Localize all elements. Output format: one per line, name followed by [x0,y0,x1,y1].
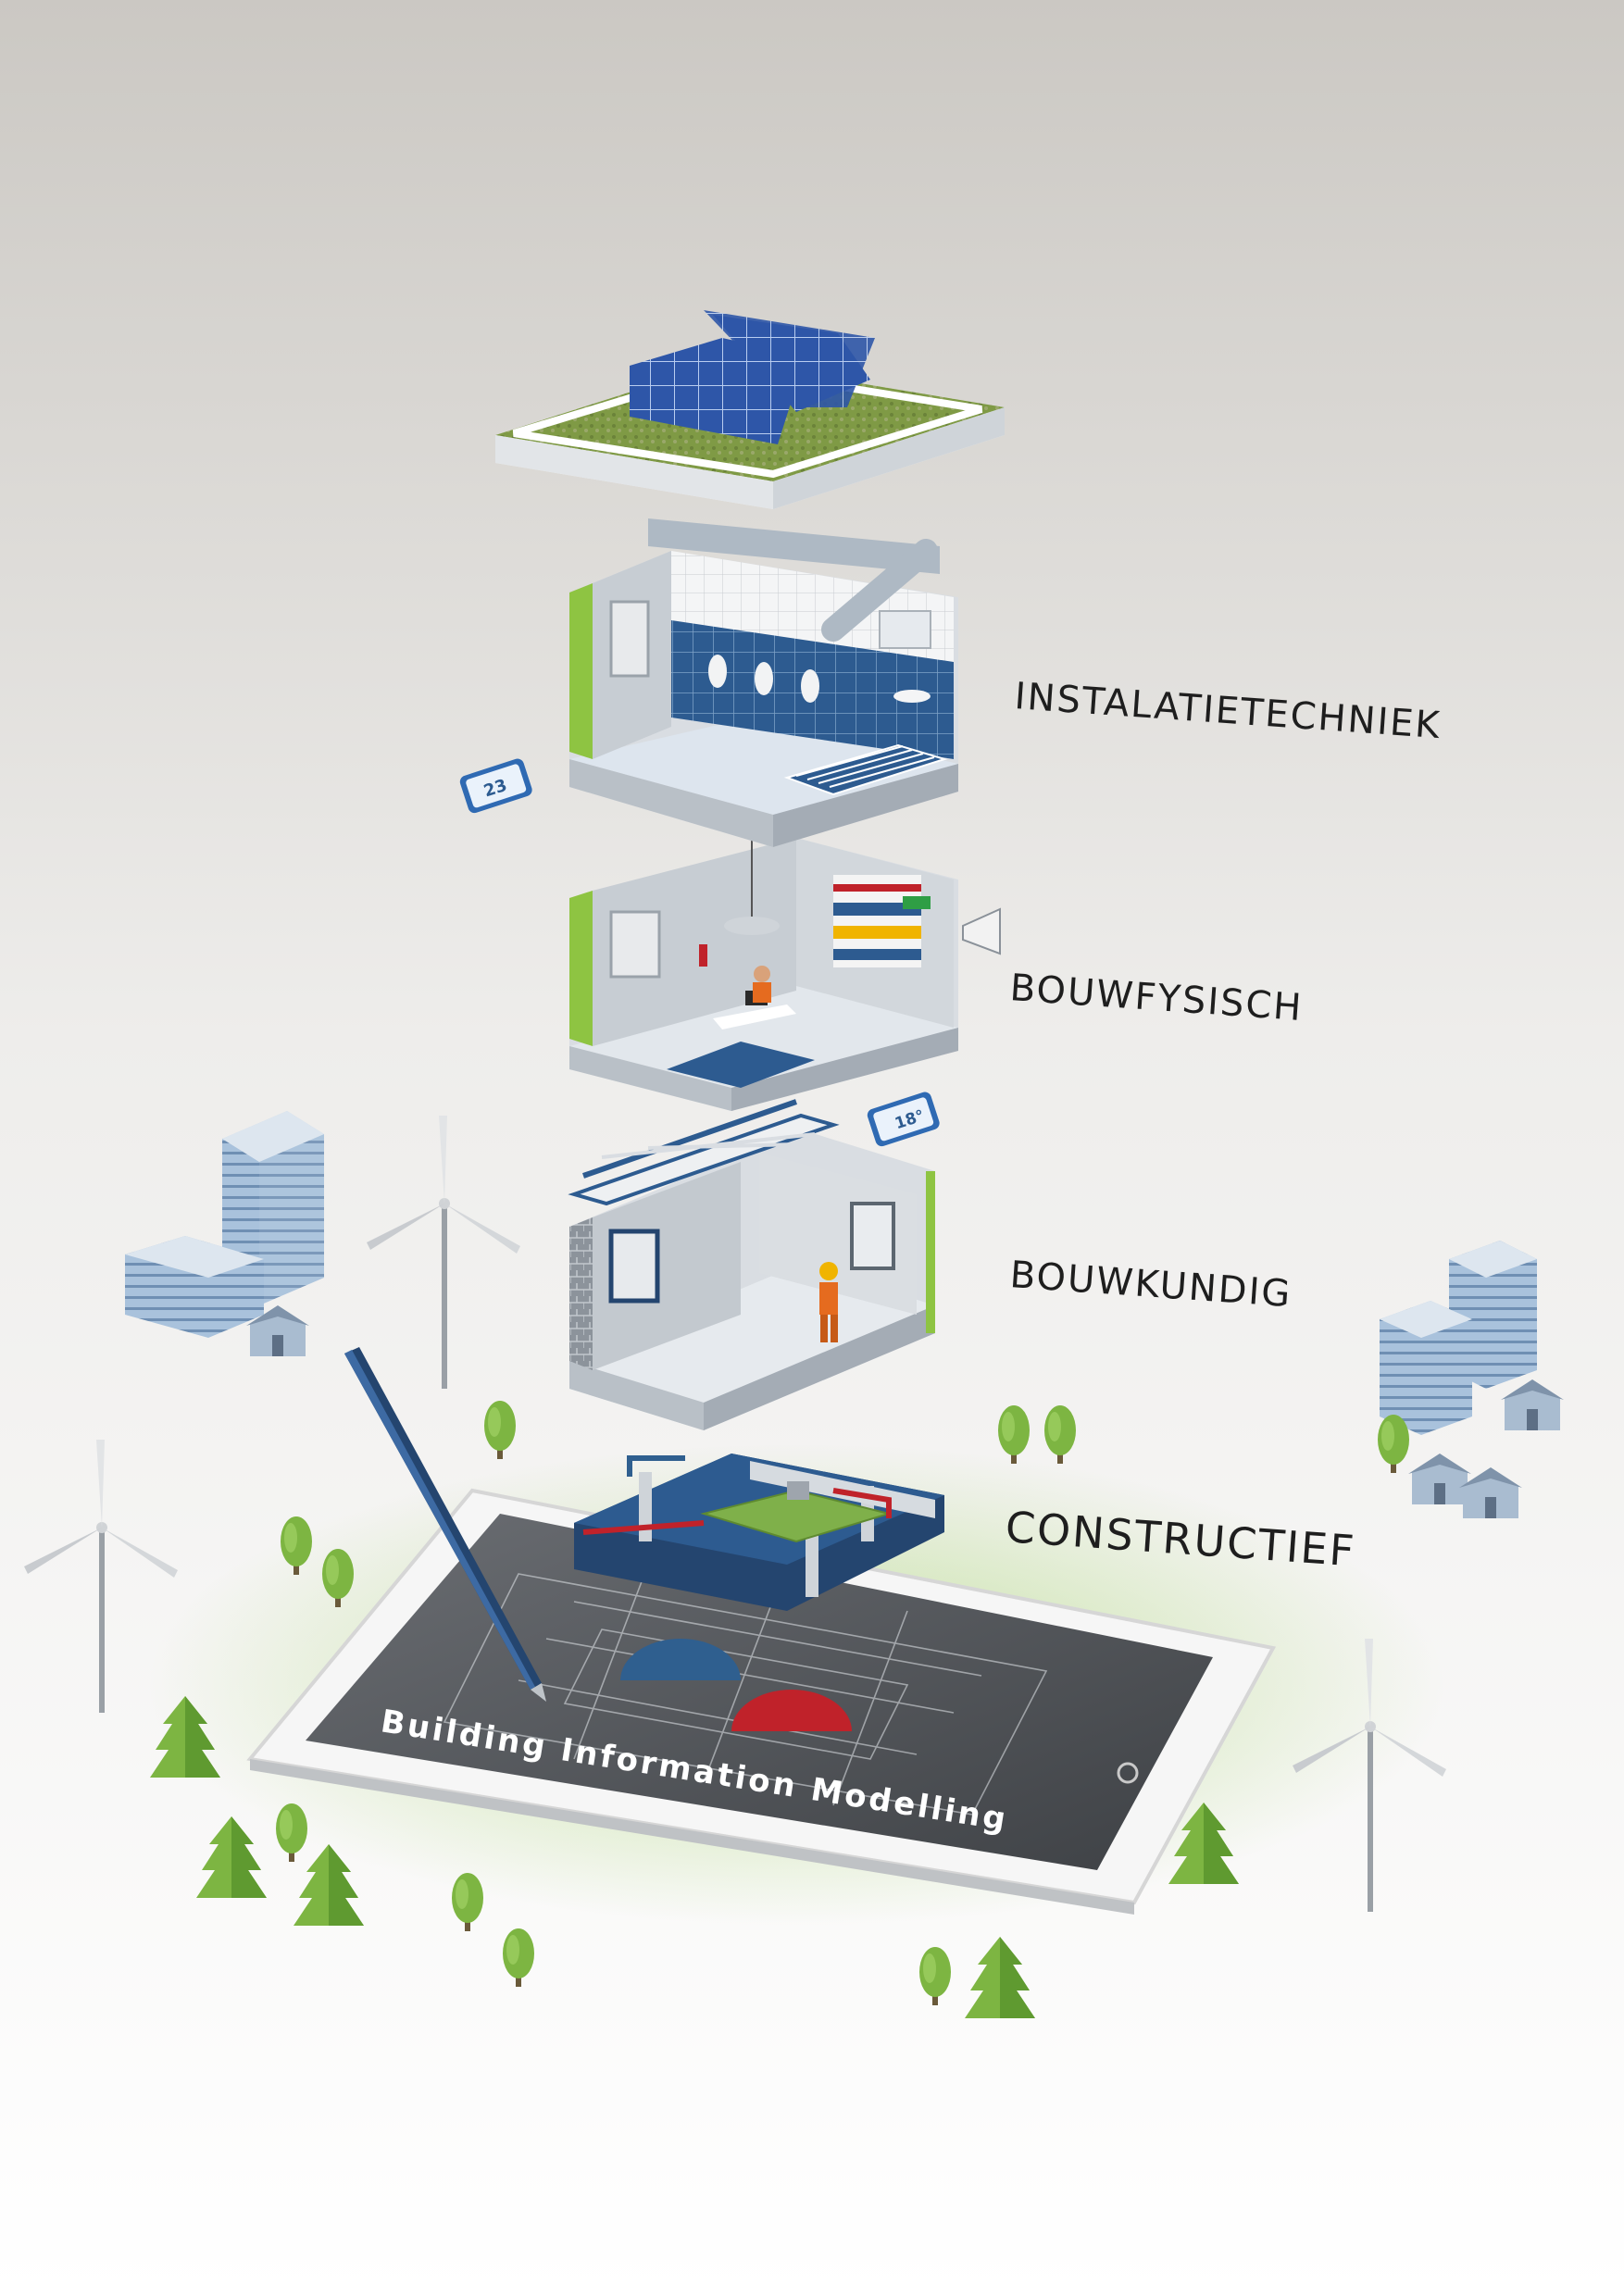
smartphone-icon: 18° [867,1092,940,1147]
instalatietechniek-layer [569,551,958,847]
construction-worker [819,1262,838,1342]
wall-artwork [833,875,921,967]
blue-dome [620,1639,741,1680]
blueprint-lines [443,1564,1048,1816]
urinals [708,655,819,703]
tablet-home-button [1117,1762,1139,1784]
ceiling-lamp [724,917,780,935]
stylus-pen-icon [344,1347,546,1702]
megaphone-icon [962,907,1001,955]
office-towers-right [1380,1241,1537,1435]
tablet-screen [306,1514,1213,1870]
red-dome [731,1690,852,1731]
tablet: Building Information Modelling [246,1488,1277,1915]
bouwfysisch-layer [569,824,1001,1111]
desk-worker [713,966,796,1029]
smartphone-icon: 23 [459,758,532,814]
bouwkundig-layer [568,1099,935,1430]
fire-extinguisher-icon [699,944,707,967]
green-roof [495,310,1005,509]
ventilation-duct [648,518,940,642]
constructief-layer [574,1454,944,1611]
exit-sign-icon [903,896,931,909]
solar-panel-icon [630,310,875,444]
mirror [879,610,931,649]
washbasin [893,690,931,703]
office-block-left [125,1236,264,1338]
